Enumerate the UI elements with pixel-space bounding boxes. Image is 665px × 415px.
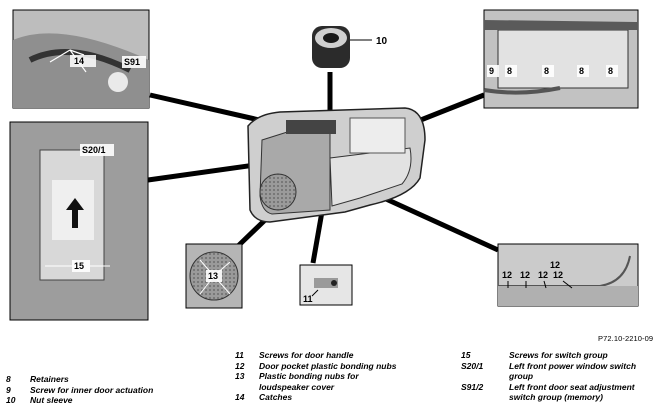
callout-15: 15 bbox=[74, 261, 84, 271]
callout-11: 11 bbox=[303, 294, 313, 304]
callout-12c: 12 bbox=[538, 270, 548, 280]
callout-12e: 12 bbox=[553, 270, 563, 280]
callout-12d: 12 bbox=[550, 260, 560, 270]
figure-reference: P72.10-2210-09 bbox=[598, 334, 654, 343]
callout-13: 13 bbox=[208, 271, 218, 281]
detail-retainers: 9 8 8 8 8 bbox=[483, 9, 639, 109]
callout-12b: 12 bbox=[520, 270, 530, 280]
detail-door-pocket: 12 12 12 12 12 bbox=[497, 243, 639, 307]
callout-S91: S91 bbox=[124, 57, 140, 67]
callout-10: 10 bbox=[376, 36, 388, 47]
detail-catches-s91: 14 S91 bbox=[12, 9, 150, 109]
callout-S20-1: S20/1 bbox=[82, 145, 106, 155]
detail-loudspeaker: 13 bbox=[185, 243, 243, 309]
door-panel bbox=[247, 107, 426, 223]
callout-8b: 8 bbox=[544, 66, 549, 76]
detail-door-handle: 11 bbox=[299, 264, 353, 306]
callout-8a: 8 bbox=[507, 66, 512, 76]
callout-12a: 12 bbox=[502, 270, 512, 280]
door-panel-diagram: 10 14 S91 S20/1 15 9 8 bbox=[9, 9, 639, 321]
callout-8c: 8 bbox=[579, 66, 584, 76]
detail-switch-group: S20/1 15 bbox=[9, 121, 149, 321]
callout-8d: 8 bbox=[608, 66, 613, 76]
nut-sleeve-illustration: 10 bbox=[312, 26, 388, 68]
callout-9: 9 bbox=[489, 66, 494, 76]
callout-14: 14 bbox=[74, 56, 84, 66]
